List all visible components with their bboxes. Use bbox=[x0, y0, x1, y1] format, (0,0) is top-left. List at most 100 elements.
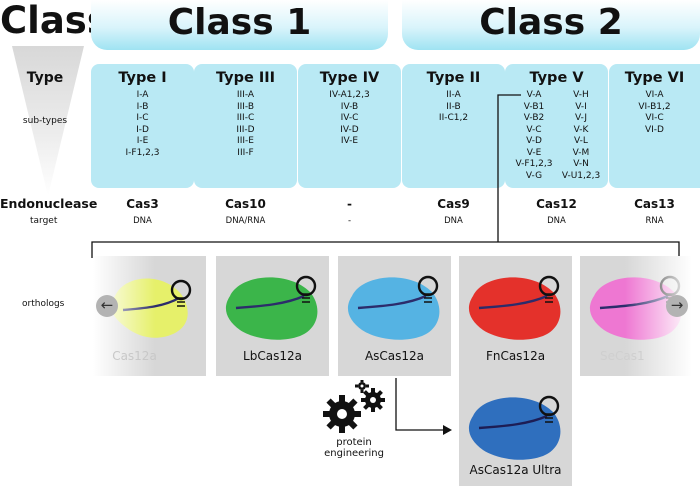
cas-protein-icon bbox=[580, 256, 692, 376]
subtype: II-B bbox=[446, 101, 461, 112]
subtype: V-K bbox=[573, 124, 589, 135]
subtype: V-F1,2,3 bbox=[515, 159, 553, 169]
subtype: V-D bbox=[526, 136, 542, 146]
type-row-label: Type bbox=[26, 70, 64, 86]
subtype: V-N bbox=[573, 159, 589, 169]
endonuclease-none: - bbox=[347, 197, 352, 211]
cas-protein-icon bbox=[468, 395, 561, 460]
subtype: V-J bbox=[574, 113, 588, 123]
subtype: V-M bbox=[572, 147, 590, 158]
subtype: IV-E bbox=[340, 136, 359, 146]
target-dna-rna: DNA/RNA bbox=[225, 216, 266, 226]
engineered-card-ascas12a-ultra[interactable]: AsCas12a Ultra bbox=[459, 376, 572, 486]
target-none: - bbox=[347, 216, 352, 226]
subtype: III-C bbox=[236, 113, 255, 123]
subtype: I-A bbox=[136, 90, 149, 100]
ortholog-label: AsCas12a bbox=[364, 349, 425, 363]
subtype: VI-C bbox=[645, 113, 664, 123]
ortholog-label: SeCas1 bbox=[600, 349, 645, 363]
subtype: I-D bbox=[136, 124, 149, 135]
subtype: II-A bbox=[446, 90, 461, 100]
class2-banner: Class 2 bbox=[402, 0, 700, 50]
type-v-subtypes-col2: V-H V-I V-J V-K V-L V-M V-N V-U1,2,3 bbox=[556, 90, 606, 182]
target-dna: DNA bbox=[133, 216, 152, 226]
type-iv-title: Type IV bbox=[319, 70, 380, 86]
type-ii-box: Type II II-A II-B II-C1,2 bbox=[402, 64, 505, 188]
subtype: V-I bbox=[575, 101, 587, 112]
type-ii-subtypes: II-A II-B II-C1,2 bbox=[402, 90, 505, 125]
subtype: IV-D bbox=[340, 124, 359, 135]
type-i-subtypes: I-A I-B I-C I-D I-E I-F1,2,3 bbox=[91, 90, 194, 159]
subtype: VI-A bbox=[645, 90, 664, 100]
subtype: III-B bbox=[236, 101, 255, 112]
type-v-subtypes-col1: V-A V-B1 V-B2 V-C V-D V-E V-F1,2,3 V-G bbox=[509, 90, 559, 182]
subtype: V-A bbox=[526, 90, 542, 100]
endonuclease-cas9: Cas9 bbox=[437, 197, 470, 211]
subtype: V-C bbox=[526, 124, 542, 135]
subtype: V-B2 bbox=[523, 113, 545, 123]
ortholog-label: LbCas12a bbox=[243, 349, 302, 363]
subtype: III-F bbox=[237, 147, 254, 158]
subtype: I-C bbox=[136, 113, 149, 123]
subtype: IV-C bbox=[340, 113, 359, 123]
target-dna: DNA bbox=[547, 216, 566, 226]
ortholog-card-ascas12a[interactable]: AsCas12a bbox=[338, 256, 451, 376]
target-dna: DNA bbox=[444, 216, 463, 226]
subtype: I-B bbox=[136, 101, 149, 112]
subtype: V-U1,2,3 bbox=[561, 170, 601, 181]
endonuclease-cas12: Cas12 bbox=[536, 197, 577, 211]
subtype: VI-B1,2 bbox=[638, 101, 671, 112]
cas-protein-icon bbox=[468, 275, 561, 340]
cas-protein-icon bbox=[225, 275, 318, 340]
endonuclease-cas3: Cas3 bbox=[126, 197, 159, 211]
next-arrow-icon[interactable]: → bbox=[666, 295, 688, 317]
subtypes-row-label: sub-types bbox=[22, 116, 68, 126]
subtype: IV-B bbox=[340, 101, 359, 112]
endonuclease-row-label: Endonuclease bbox=[0, 196, 98, 211]
gears-icon bbox=[323, 380, 385, 433]
cas-protein-icon bbox=[347, 275, 440, 340]
ortholog-card-faded-left: Cas12a bbox=[93, 256, 206, 376]
prev-arrow-icon[interactable]: ← bbox=[96, 295, 118, 317]
type-v-title: Type V bbox=[529, 70, 584, 86]
subtype: IV-A1,2,3 bbox=[329, 90, 370, 100]
subtype: V-G bbox=[525, 170, 543, 181]
type-vi-subtypes: VI-A VI-B1,2 VI-C VI-D bbox=[609, 90, 700, 136]
type-vi-title: Type VI bbox=[624, 70, 685, 86]
subtype: V-L bbox=[574, 136, 588, 146]
target-rna: RNA bbox=[645, 216, 664, 226]
ortholog-label: FnCas12a bbox=[485, 349, 546, 363]
cas-protein-icon bbox=[93, 256, 206, 376]
subtype: V-B1 bbox=[523, 101, 545, 112]
target-row-label: target bbox=[30, 216, 58, 226]
ortholog-card-fncas12a[interactable]: FnCas12a bbox=[459, 256, 572, 376]
class-funnel-graphic bbox=[12, 46, 84, 196]
type-iii-subtypes: III-A III-B III-C III-D III-E III-F bbox=[194, 90, 297, 159]
type-vi-box: Type VI VI-A VI-B1,2 VI-C VI-D bbox=[609, 64, 700, 188]
engineered-label: AsCas12a Ultra bbox=[469, 463, 562, 477]
endonuclease-cas13: Cas13 bbox=[634, 197, 675, 211]
subtype: III-D bbox=[236, 124, 255, 135]
type-iv-subtypes: IV-A1,2,3 IV-B IV-C IV-D IV-E bbox=[298, 90, 401, 148]
type-v-box: Type V V-A V-B1 V-B2 V-C V-D V-E V-F1,2,… bbox=[505, 64, 608, 188]
subtype: II-C1,2 bbox=[438, 113, 469, 123]
subtype: VI-D bbox=[645, 124, 664, 135]
type-i-title: Type I bbox=[118, 70, 167, 86]
ortholog-card-lbcas12a[interactable]: LbCas12a bbox=[216, 256, 329, 376]
protein-engineering-label: protein engineering bbox=[324, 437, 384, 459]
subtype: III-E bbox=[237, 136, 254, 146]
type-ii-title: Type II bbox=[426, 70, 481, 86]
class-label: Class bbox=[0, 0, 109, 42]
type-i-box: Type I I-A I-B I-C I-D I-E I-F1,2,3 bbox=[91, 64, 194, 188]
subtype: I-F1,2,3 bbox=[125, 147, 160, 158]
type-iii-title: Type III bbox=[215, 70, 276, 86]
subtype: V-H bbox=[573, 90, 589, 100]
class1-banner: Class 1 bbox=[91, 0, 388, 50]
ortholog-card-faded-right: SeCas1 bbox=[580, 256, 692, 376]
type-iii-box: Type III III-A III-B III-C III-D III-E I… bbox=[194, 64, 297, 188]
type-iv-box: Type IV IV-A1,2,3 IV-B IV-C IV-D IV-E bbox=[298, 64, 401, 188]
subtype: I-E bbox=[136, 136, 149, 146]
endonuclease-cas10: Cas10 bbox=[225, 197, 266, 211]
subtype: III-A bbox=[236, 90, 255, 100]
